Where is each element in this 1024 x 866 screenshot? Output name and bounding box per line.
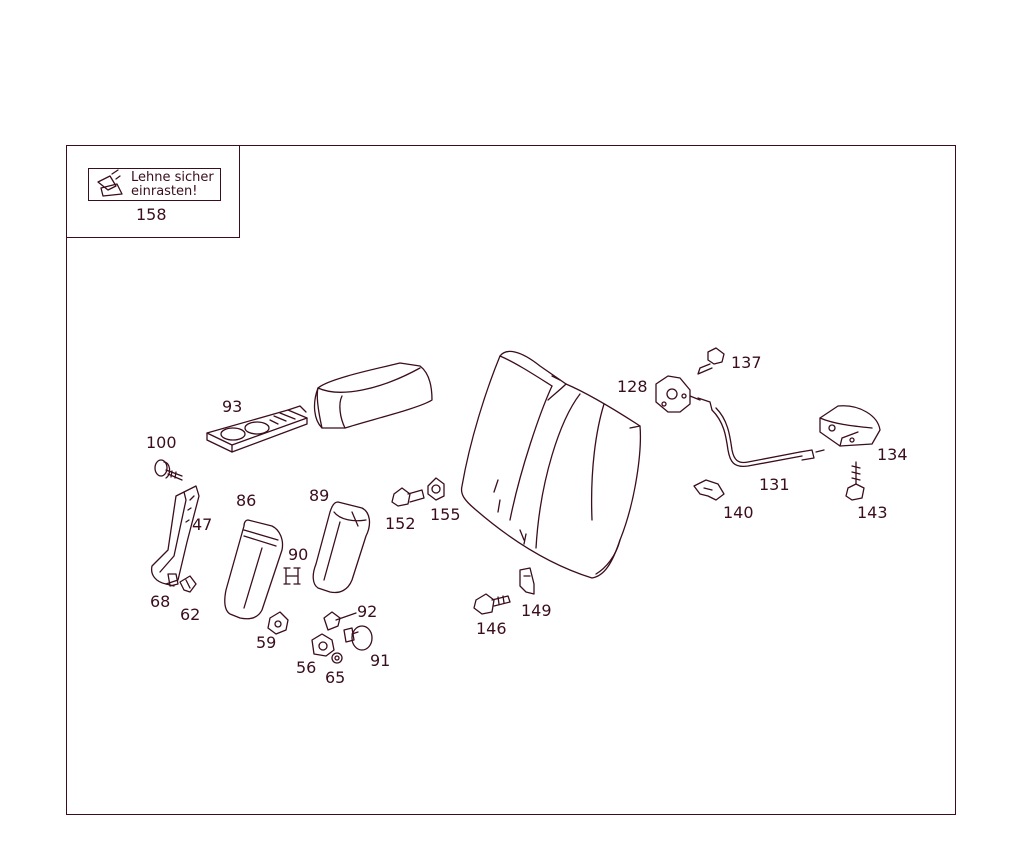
part-146-screw bbox=[474, 594, 510, 614]
part-label-59: 59 bbox=[256, 633, 277, 652]
part-149-clip bbox=[520, 568, 534, 594]
part-seat-backrest bbox=[462, 351, 641, 578]
part-label-92: 92 bbox=[357, 602, 378, 621]
seat-latch-icon bbox=[98, 170, 122, 196]
part-label-62: 62 bbox=[180, 605, 201, 624]
part-47-bracket bbox=[152, 486, 199, 586]
part-134-handle bbox=[820, 406, 880, 446]
part-label-68: 68 bbox=[150, 592, 171, 611]
part-89-side-cover bbox=[313, 502, 369, 593]
part-59-clip bbox=[268, 612, 288, 634]
part-label-149: 149 bbox=[521, 601, 552, 620]
part-100-screw bbox=[155, 460, 182, 480]
part-label-158: 158 bbox=[136, 205, 167, 224]
part-label-146: 146 bbox=[476, 619, 507, 638]
part-92-nut bbox=[324, 612, 356, 630]
part-label-100: 100 bbox=[146, 433, 177, 452]
part-label-155: 155 bbox=[430, 505, 461, 524]
part-152-bolt bbox=[392, 488, 424, 506]
part-140-clip bbox=[694, 480, 724, 500]
part-label-143: 143 bbox=[857, 503, 888, 522]
part-label-65: 65 bbox=[325, 668, 346, 687]
part-131-cable bbox=[698, 398, 824, 466]
part-86-side-cover bbox=[225, 520, 283, 619]
warning-label-line2: einrasten! bbox=[131, 184, 198, 199]
part-label-140: 140 bbox=[723, 503, 754, 522]
part-label-86: 86 bbox=[236, 491, 257, 510]
part-label-47: 47 bbox=[192, 515, 213, 534]
part-label-91: 91 bbox=[370, 651, 391, 670]
part-label-152: 152 bbox=[385, 514, 416, 533]
part-label-131: 131 bbox=[759, 475, 790, 494]
part-label-93: 93 bbox=[222, 397, 243, 416]
part-label-89: 89 bbox=[309, 486, 330, 505]
part-label-56: 56 bbox=[296, 658, 317, 677]
part-armrest-cushion bbox=[315, 363, 432, 428]
part-155-nut bbox=[428, 478, 444, 500]
part-label-128: 128 bbox=[617, 377, 648, 396]
diagram-frame bbox=[66, 145, 956, 815]
part-68-clip bbox=[168, 574, 178, 586]
part-label-137: 137 bbox=[731, 353, 762, 372]
part-128-lock-mechanism bbox=[656, 376, 700, 412]
part-91-knob bbox=[344, 626, 372, 650]
part-56-clip bbox=[312, 634, 334, 656]
part-65-washer bbox=[332, 653, 342, 663]
warning-label-inset bbox=[66, 145, 240, 238]
part-137-bolt bbox=[698, 348, 724, 374]
part-label-90: 90 bbox=[288, 545, 309, 564]
part-143-screw bbox=[846, 462, 864, 500]
part-label-134: 134 bbox=[877, 445, 908, 464]
part-93-cupholder-panel bbox=[207, 406, 307, 452]
part-62-clip bbox=[180, 576, 196, 592]
warning-label-text: Lehne sicher einrasten! bbox=[131, 171, 221, 199]
warning-label-line1: Lehne sicher bbox=[131, 170, 214, 185]
part-90-h-clip bbox=[284, 568, 300, 584]
warning-label bbox=[88, 168, 221, 201]
